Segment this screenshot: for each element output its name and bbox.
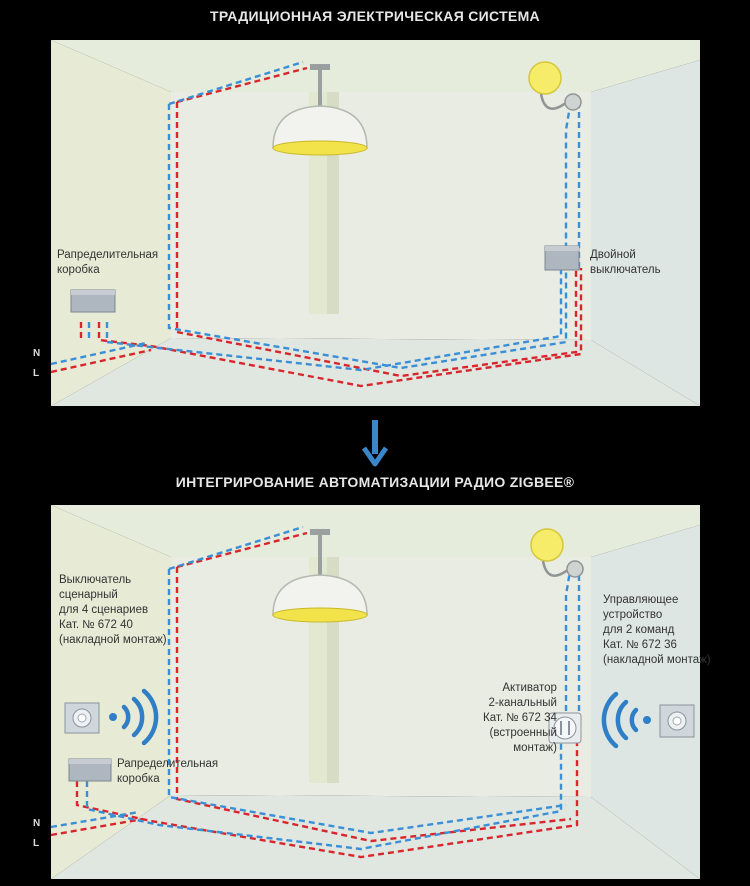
actuator-label: Активатор 2-канальный Кат. № 672 34 (вст… [483, 682, 557, 754]
scenario-switch-icon [64, 702, 100, 734]
control-device-label: Управляющее устройство для 2 команд Кат.… [603, 594, 711, 666]
scenario-switch-label: Выключатель сценарный для 4 сценариев Ка… [59, 574, 167, 646]
room-illustration [50, 40, 700, 406]
double-switch-label: Двойной выключатель [590, 249, 661, 276]
neutral-label: N [33, 348, 41, 359]
left-wall [51, 40, 171, 406]
control-device-icon [659, 704, 695, 738]
room-illustration [50, 505, 700, 879]
radio-wave-icon [601, 691, 651, 749]
left-wall [51, 505, 171, 879]
ceiling-lamp-icon [272, 64, 368, 156]
neutral-label: N [33, 818, 41, 829]
junction-box-icon [68, 758, 112, 782]
traditional-room-diagram: Рапределительная коробка Двойной выключа… [50, 40, 700, 406]
line-label: L [33, 838, 40, 849]
traditional-system-title: ТРАДИЦИОННАЯ ЭЛЕКТРИЧЕСКАЯ СИСТЕМА [210, 8, 540, 24]
actuator-icon [548, 712, 582, 744]
radio-wave-icon [109, 688, 159, 746]
line-label: L [33, 368, 40, 379]
neutral-wire [50, 60, 581, 372]
junction-box-label: Рапределительная коробка [57, 249, 159, 276]
line-wire [50, 531, 579, 859]
wall-sconce-icon [528, 61, 582, 111]
double-switch-icon [544, 245, 580, 271]
back-wall [171, 557, 591, 797]
zigbee-room-diagram: Выключатель сценарный для 4 сценариев Ка… [50, 505, 711, 879]
line-wire [50, 66, 583, 388]
junction-box-icon [70, 289, 116, 313]
right-wall [591, 60, 700, 406]
neutral-wire [50, 525, 581, 851]
right-wall [591, 525, 700, 879]
down-arrow-icon [361, 420, 389, 467]
wall-sconce-icon [530, 528, 584, 578]
back-wall [171, 92, 591, 340]
junction-box-label: Рапределительная коробка [117, 758, 219, 785]
zigbee-integration-title: ИНТЕГРИРОВАНИЕ АВТОМАТИЗАЦИИ РАДИО ZIGBE… [175, 474, 575, 490]
ceiling-lamp-icon [272, 529, 368, 623]
